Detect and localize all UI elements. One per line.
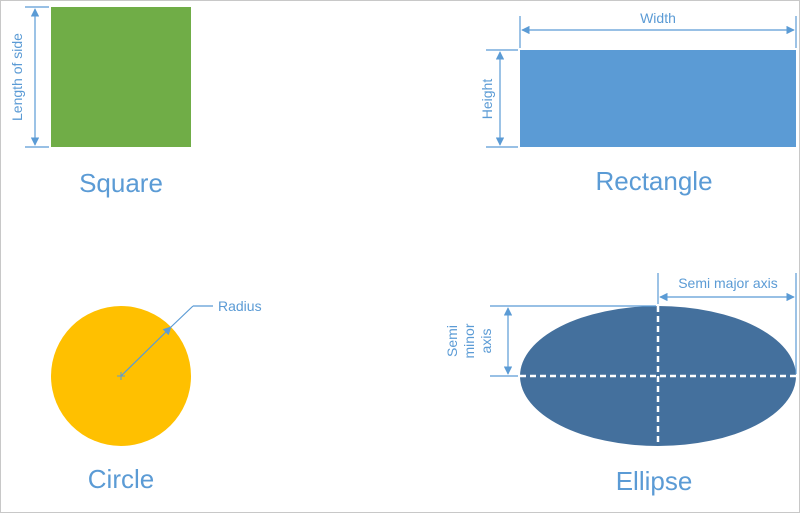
circle-radius-arrow	[120, 326, 172, 377]
square-shape	[51, 7, 191, 147]
rectangle-shape	[520, 50, 796, 147]
rectangle-width-label: Width	[640, 10, 676, 26]
ellipse-title: Ellipse	[616, 466, 693, 496]
square-group: Length of side Square	[9, 6, 191, 198]
semi-minor-line-3: axis	[478, 329, 494, 354]
semi-minor-line-1: Semi	[444, 325, 460, 357]
square-side-label: Length of side	[9, 33, 25, 121]
rectangle-title: Rectangle	[595, 166, 712, 196]
semi-minor-line-2: minor	[461, 323, 477, 358]
ellipse-group: Semi major axis Semi minor axis Ellipse	[444, 273, 797, 496]
square-title: Square	[79, 168, 163, 198]
circle-title: Circle	[88, 464, 154, 494]
circle-radius-leader	[170, 305, 194, 328]
ellipse-semi-major-label: Semi major axis	[678, 275, 778, 291]
circle-radius-label: Radius	[218, 298, 262, 314]
rectangle-height-label: Height	[479, 79, 495, 120]
ellipse-semi-minor-label: Semi minor axis	[444, 323, 494, 358]
rectangle-group: Width Height Rectangle	[479, 10, 797, 196]
circle-group: Radius Circle	[51, 298, 262, 494]
